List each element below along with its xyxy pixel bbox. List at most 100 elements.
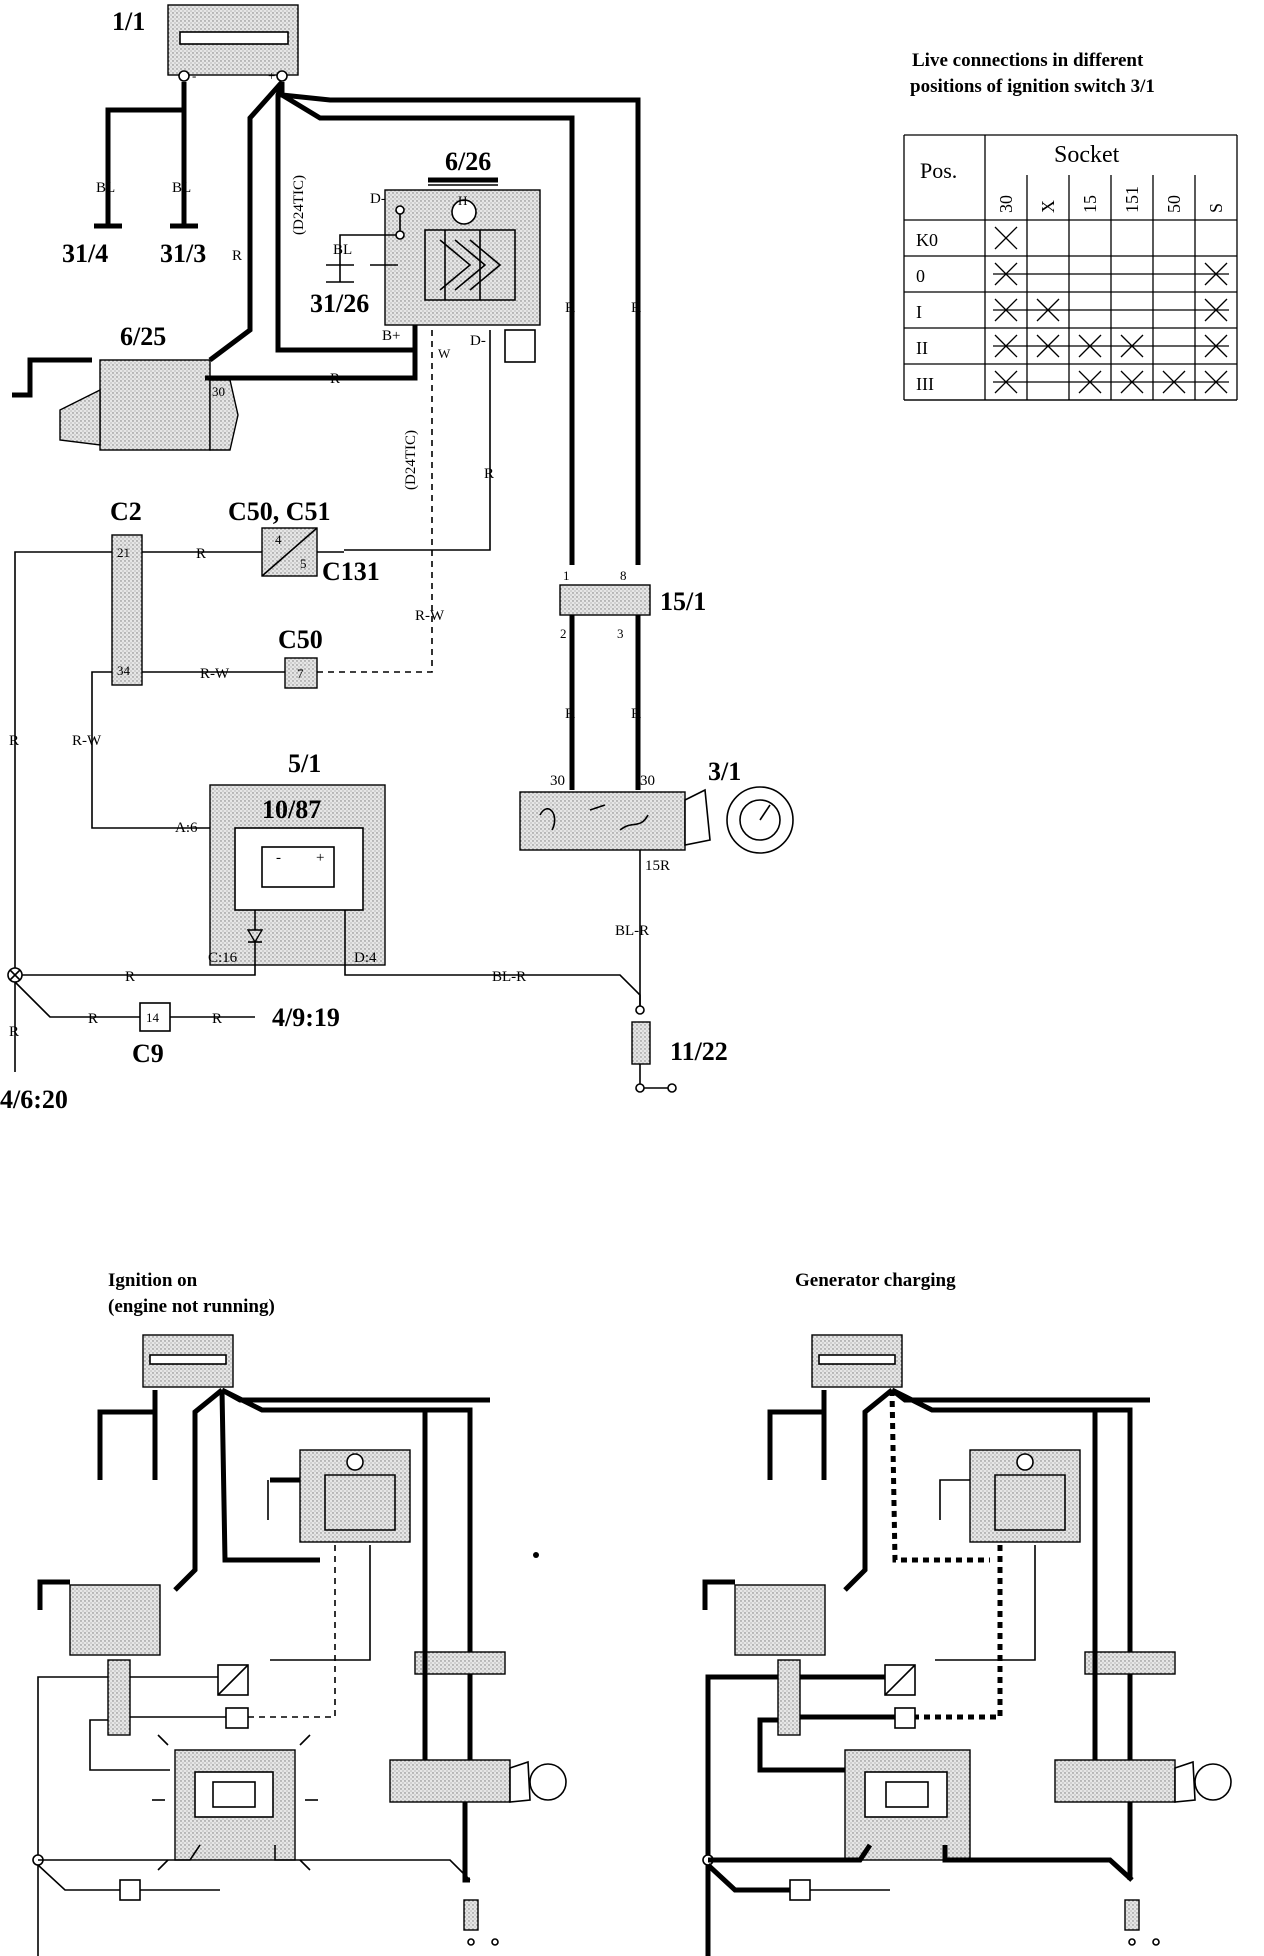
table-title-line2: positions of ignition switch 3/1: [910, 76, 1155, 97]
wire-bl-1: BL: [96, 180, 115, 196]
ignition-switch-body: [519, 791, 686, 851]
table-live-mark: [994, 226, 1018, 250]
table-live-mark: [1204, 334, 1228, 358]
table-live-mark: [1204, 370, 1228, 394]
caption-ignition-on-2: (engine not running): [108, 1296, 275, 1317]
table-live-mark: [1078, 334, 1102, 358]
table-pos-3: II: [916, 338, 928, 358]
mini2-c50-small: [894, 1707, 916, 1729]
starter-body: [99, 359, 211, 451]
table-socket-0: 30: [996, 195, 1016, 213]
alternator-label: 6/26: [445, 147, 491, 176]
variant-label-lower: (D24TIC): [403, 430, 419, 490]
p15-pin-3: 3: [617, 626, 624, 641]
connector-15-1-label: 15/1: [660, 587, 706, 616]
mini2-ignition-switch: [1054, 1759, 1176, 1803]
mini-diagram-ignition-on: Ignition on (engine not running): [32, 1270, 567, 1956]
pin-c16: C:16: [208, 950, 238, 966]
table-live-mark: [1036, 334, 1060, 358]
mini1-c2: [107, 1659, 131, 1736]
mini1-15-1: [414, 1651, 506, 1675]
connector-15-1: [559, 584, 651, 616]
table-live-mark: [1078, 370, 1102, 394]
sw-pin-30a: 30: [550, 773, 565, 789]
p15-pin-1: 1: [563, 568, 570, 583]
table-live-mark: [994, 262, 1018, 286]
c9-pin-14: 14: [146, 1010, 160, 1025]
wire-rw-dash: R-W: [415, 608, 445, 624]
live-connections-table: Live connections in different positions …: [903, 50, 1238, 401]
starter-label: 6/25: [120, 322, 166, 351]
ground-31-4-label: 31/4: [62, 239, 108, 268]
table-live-mark: [1120, 370, 1144, 394]
table-pos-0: K0: [916, 230, 938, 250]
pin-a6: A:6: [175, 820, 198, 836]
connector-c50-c51-label: C50, C51: [228, 497, 331, 526]
table-live-mark: [1162, 370, 1186, 394]
mini2-c2: [777, 1659, 801, 1736]
variant-label-upper: (D24TIC): [291, 175, 307, 235]
caption-charging: Generator charging: [795, 1270, 956, 1291]
instrument-sub-label: 10/87: [262, 795, 321, 824]
alternator-plug: [504, 329, 536, 363]
wire-r-c9a: R: [88, 1011, 98, 1027]
mini-diagram-generator-charging: Generator charging: [702, 1270, 1232, 1956]
battery-minus-sign: -: [192, 68, 196, 83]
wire-blr-bottom: BL-R: [492, 969, 526, 985]
battery-symbol-minus: -: [276, 850, 281, 866]
pin-d4: D:4: [354, 950, 377, 966]
pin-b-plus: B+: [382, 328, 400, 344]
table-pos-1: 0: [916, 266, 925, 286]
connector-c50-label: C50: [278, 625, 323, 654]
wire-r-c9b: R: [212, 1011, 222, 1027]
table-socket-3: 151: [1122, 186, 1142, 213]
battery-plus-sign: +: [268, 68, 275, 83]
fuse-11-22-label: 11/22: [670, 1037, 728, 1066]
wire-r-sw-b: R: [631, 706, 641, 722]
sw-pin-30b: 30: [640, 773, 655, 789]
wire-bl-2: BL: [172, 180, 191, 196]
table-socket-5: S: [1206, 203, 1226, 213]
alternator-h: H: [458, 193, 467, 208]
wire-blr-sw: BL-R: [615, 923, 649, 939]
c2-pin-21: 21: [117, 545, 130, 560]
ground-31-3-label: 31/3: [160, 239, 206, 268]
ref-4-9-19-label: 4/9:19: [272, 1003, 340, 1032]
wire-rw-c2: R-W: [200, 666, 230, 682]
mini2-c9: [789, 1879, 811, 1901]
table-pos-header: Pos.: [920, 158, 957, 183]
battery-terminal-minus: [178, 70, 190, 82]
ref-4-6-20-label: 4/6:20: [0, 1085, 68, 1114]
wire-r-15-1a: R: [565, 300, 575, 316]
wire-r-dplus: R: [484, 466, 494, 482]
stray-dot: [533, 1552, 539, 1558]
mini1-ignition-switch: [389, 1759, 511, 1803]
wire-rw-left: R-W: [72, 733, 102, 749]
table-socket-1: X: [1038, 200, 1058, 213]
table-live-mark: [1204, 298, 1228, 322]
mini2-starter: [734, 1584, 826, 1656]
table-live-mark: [1036, 298, 1060, 322]
table-live-mark: [1120, 334, 1144, 358]
battery-symbol-plus: +: [316, 850, 324, 866]
battery-terminal-plus: [276, 70, 288, 82]
wire-r-batt: R: [232, 248, 242, 264]
mini1-c50-small: [225, 1707, 249, 1729]
fuse-11-22: [631, 1021, 651, 1065]
connector-c50: [284, 657, 318, 689]
pin-d-minus-2: D-: [470, 333, 486, 349]
table-title-line1: Live connections in different: [912, 50, 1144, 71]
connector-c2-label: C2: [110, 497, 142, 526]
ignition-switch-label: 3/1: [708, 757, 741, 786]
table-socket-4: 50: [1164, 195, 1184, 213]
instrument-label: 5/1: [288, 749, 321, 778]
mini2-15-1: [1084, 1651, 1176, 1675]
table-live-mark: [994, 334, 1018, 358]
wire-r-left: R: [9, 733, 19, 749]
table-socket-2: 15: [1080, 195, 1100, 213]
mini1-starter: [69, 1584, 161, 1656]
pin-d-minus: D-: [370, 191, 386, 207]
c50-pin-7: 7: [297, 666, 304, 681]
table-live-mark: [994, 370, 1018, 394]
